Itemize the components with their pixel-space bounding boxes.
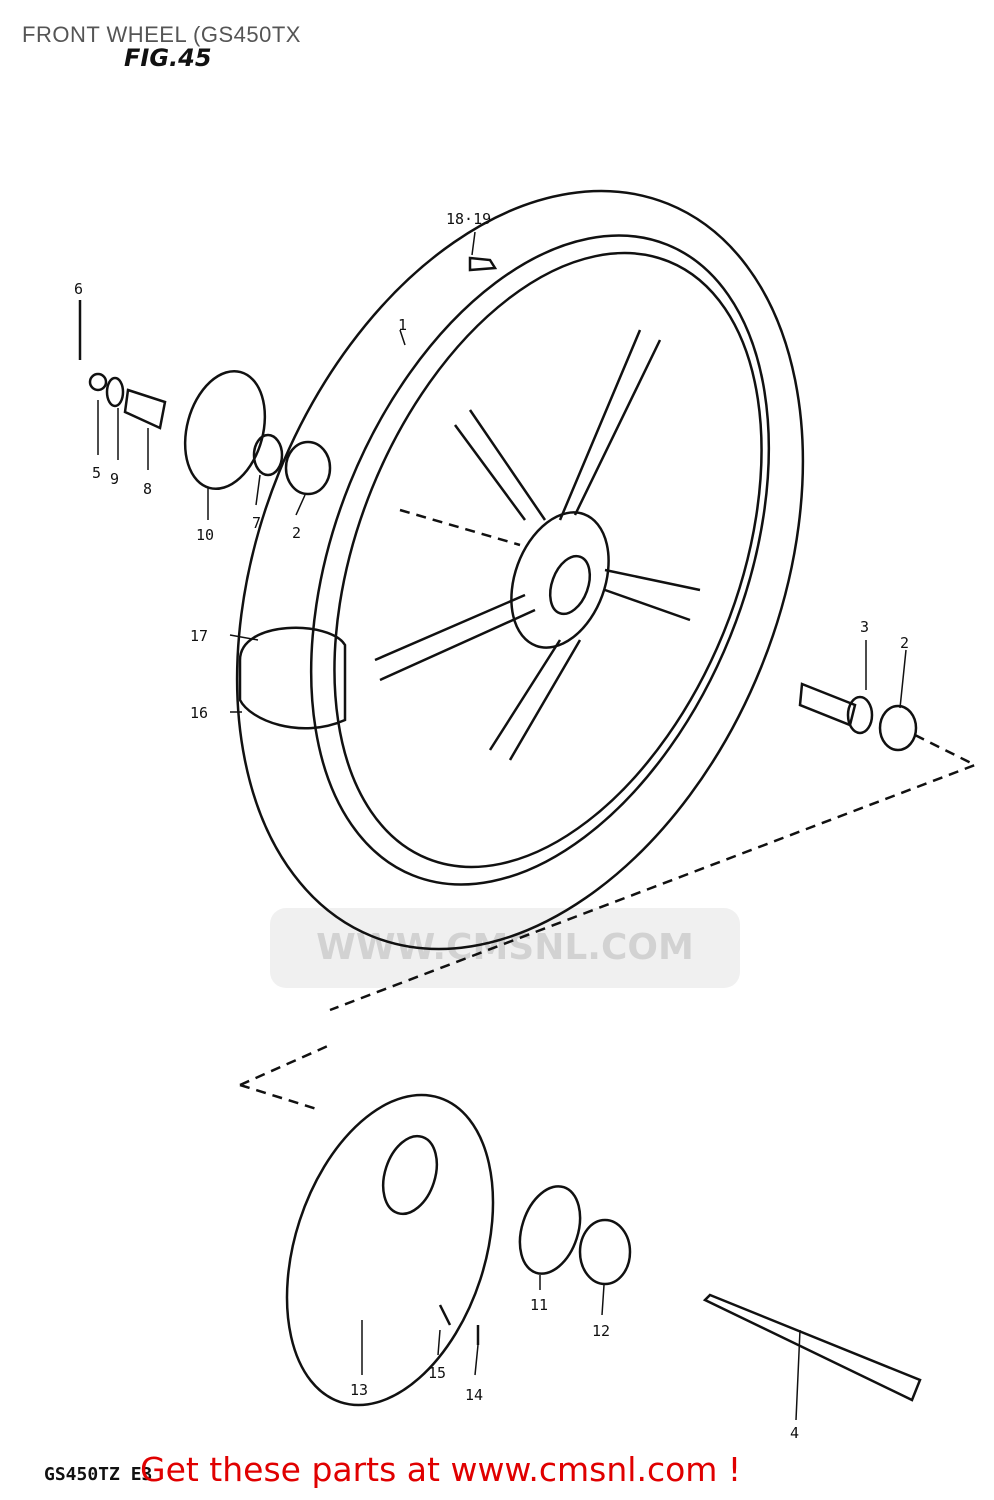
- brake-panel: [183, 369, 267, 491]
- bearing: [284, 440, 332, 496]
- callout-5: 5: [92, 464, 101, 482]
- callout-2a: 2: [292, 524, 301, 542]
- spacer: [123, 388, 167, 430]
- callout-9: 9: [110, 470, 119, 488]
- valve-stem: [468, 256, 498, 272]
- spoke: [379, 329, 701, 761]
- callout-7: 7: [252, 514, 261, 532]
- brake-disc: [285, 1093, 495, 1407]
- callout-4: 4: [790, 1424, 799, 1442]
- callout-1: 1: [398, 316, 407, 334]
- callout-13: 13: [350, 1381, 368, 1399]
- callout-18-19: 18·19: [446, 210, 491, 228]
- figure-label: FIG.45: [124, 44, 212, 72]
- callout-labels: 1 2 2 3 4 5 6 7 8 9 10 11 12 13 14 15 16…: [74, 210, 909, 1442]
- callout-12: 12: [592, 1322, 610, 1340]
- watermark: WWW.CMSNL.COM: [270, 908, 740, 988]
- callout-8: 8: [143, 480, 152, 498]
- callout-15: 15: [428, 1364, 446, 1382]
- callout-11: 11: [530, 1296, 548, 1314]
- model-code: GS450TZ E3: [44, 1464, 153, 1485]
- callout-2b: 2: [900, 634, 909, 652]
- callout-14: 14: [465, 1386, 483, 1404]
- get-parts-link[interactable]: Get these parts at www.cmsnl.com !: [140, 1450, 742, 1489]
- callout-10: 10: [196, 526, 214, 544]
- tire-outer: [235, 189, 805, 951]
- axle: [702, 1293, 922, 1402]
- callout-16: 16: [190, 704, 208, 722]
- callout-6: 6: [74, 280, 83, 298]
- hub: [510, 511, 610, 649]
- callout-17: 17: [190, 627, 208, 645]
- callout-3: 3: [860, 618, 869, 636]
- tire-inner: [309, 234, 771, 886]
- page-title: FRONT WHEEL (GS450TX: [22, 22, 301, 47]
